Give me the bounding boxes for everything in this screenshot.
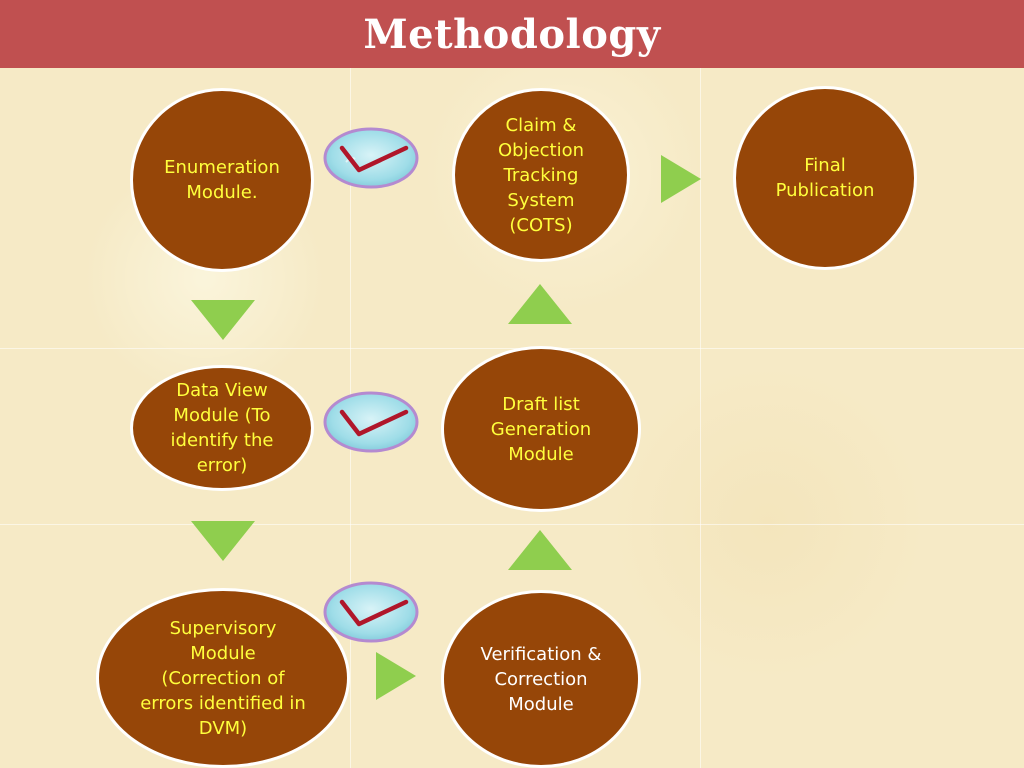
check-mark-icon [323,391,419,453]
grid-line [0,524,1024,525]
arrow-right-icon [376,652,416,700]
node-verification-correction: Verification & Correction Module [441,590,641,768]
node-supervisory-module: Supervisory Module (Correction of errors… [96,588,350,768]
check-mark-icon [323,581,419,643]
node-draft-list-generation: Draft list Generation Module [441,346,641,512]
arrow-down-icon [191,300,255,340]
node-label: Verification & Correction Module [480,643,602,715]
arrow-up-icon [508,530,572,570]
arrow-up-icon [508,284,572,324]
node-label: Enumeration Module. [164,157,280,203]
arrow-down-icon [191,521,255,561]
node-data-view-module: Data View Module (To identify the error) [130,365,314,491]
node-final-publication: Final Publication [733,86,917,270]
check-mark-icon [323,127,419,189]
page-title: Methodology [363,10,661,58]
header-bar: Methodology [0,0,1024,68]
node-label: Draft list Generation Module [490,393,592,465]
grid-line [700,68,701,768]
node-label: Final Publication [775,155,875,201]
arrow-right-icon [661,155,701,203]
node-label: Supervisory Module (Correction of errors… [140,617,306,739]
node-enumeration-module: Enumeration Module. [130,88,314,272]
node-claim-objection-tracking: Claim & Objection Tracking System (COTS) [452,88,630,262]
node-label: Claim & Objection Tracking System (COTS) [497,114,585,236]
node-label: Data View Module (To identify the error) [170,380,274,476]
